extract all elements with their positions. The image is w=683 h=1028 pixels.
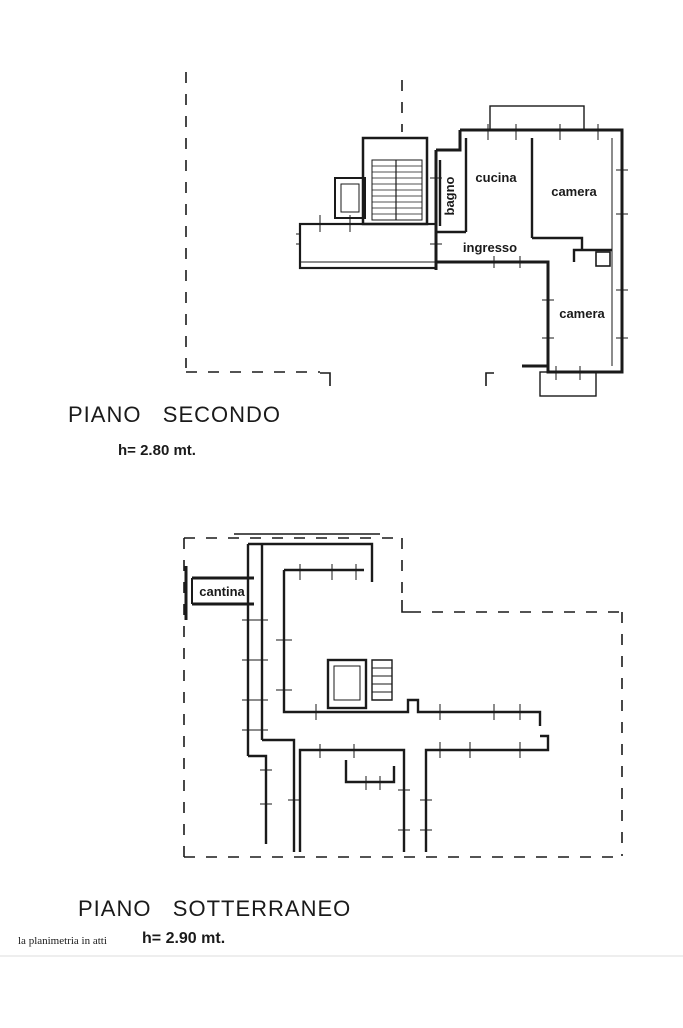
second-floor-stairwell xyxy=(334,136,429,226)
second-floor-title: PIANO SECONDO xyxy=(68,402,282,427)
room-label-ingresso: ingresso xyxy=(463,240,517,255)
basement-lift xyxy=(326,658,368,710)
basement-stairs xyxy=(371,659,393,701)
room-label-camera-bottom: camera xyxy=(559,306,605,321)
second-floor-landing xyxy=(296,215,438,270)
basement-title: PIANO SOTTERRANEO xyxy=(78,896,352,921)
second-floor-openings xyxy=(430,124,628,380)
footnote-text: la planimetria in atti xyxy=(18,935,107,947)
basement-boundary xyxy=(183,537,624,858)
basement-plan: cantina xyxy=(183,533,624,858)
second-floor-height: h= 2.80 mt. xyxy=(118,442,196,459)
basement-walls xyxy=(246,542,550,852)
room-label-bagno: bagno xyxy=(442,176,457,215)
second-floor-balcony-bottom xyxy=(539,371,597,397)
basement-openings xyxy=(242,564,521,831)
room-label-cucina: cucina xyxy=(475,170,517,185)
basement-height: h= 2.90 mt. xyxy=(142,930,226,947)
room-label-cantina: cantina xyxy=(199,584,245,599)
second-floor-plan: bagno cucina camera ingresso camera xyxy=(185,72,628,397)
room-label-camera-top: camera xyxy=(551,184,597,199)
second-floor-boundary xyxy=(185,72,403,373)
second-floor-balcony-top xyxy=(489,105,585,131)
second-floor-partitions xyxy=(436,138,613,366)
basement-cantina xyxy=(184,566,254,620)
